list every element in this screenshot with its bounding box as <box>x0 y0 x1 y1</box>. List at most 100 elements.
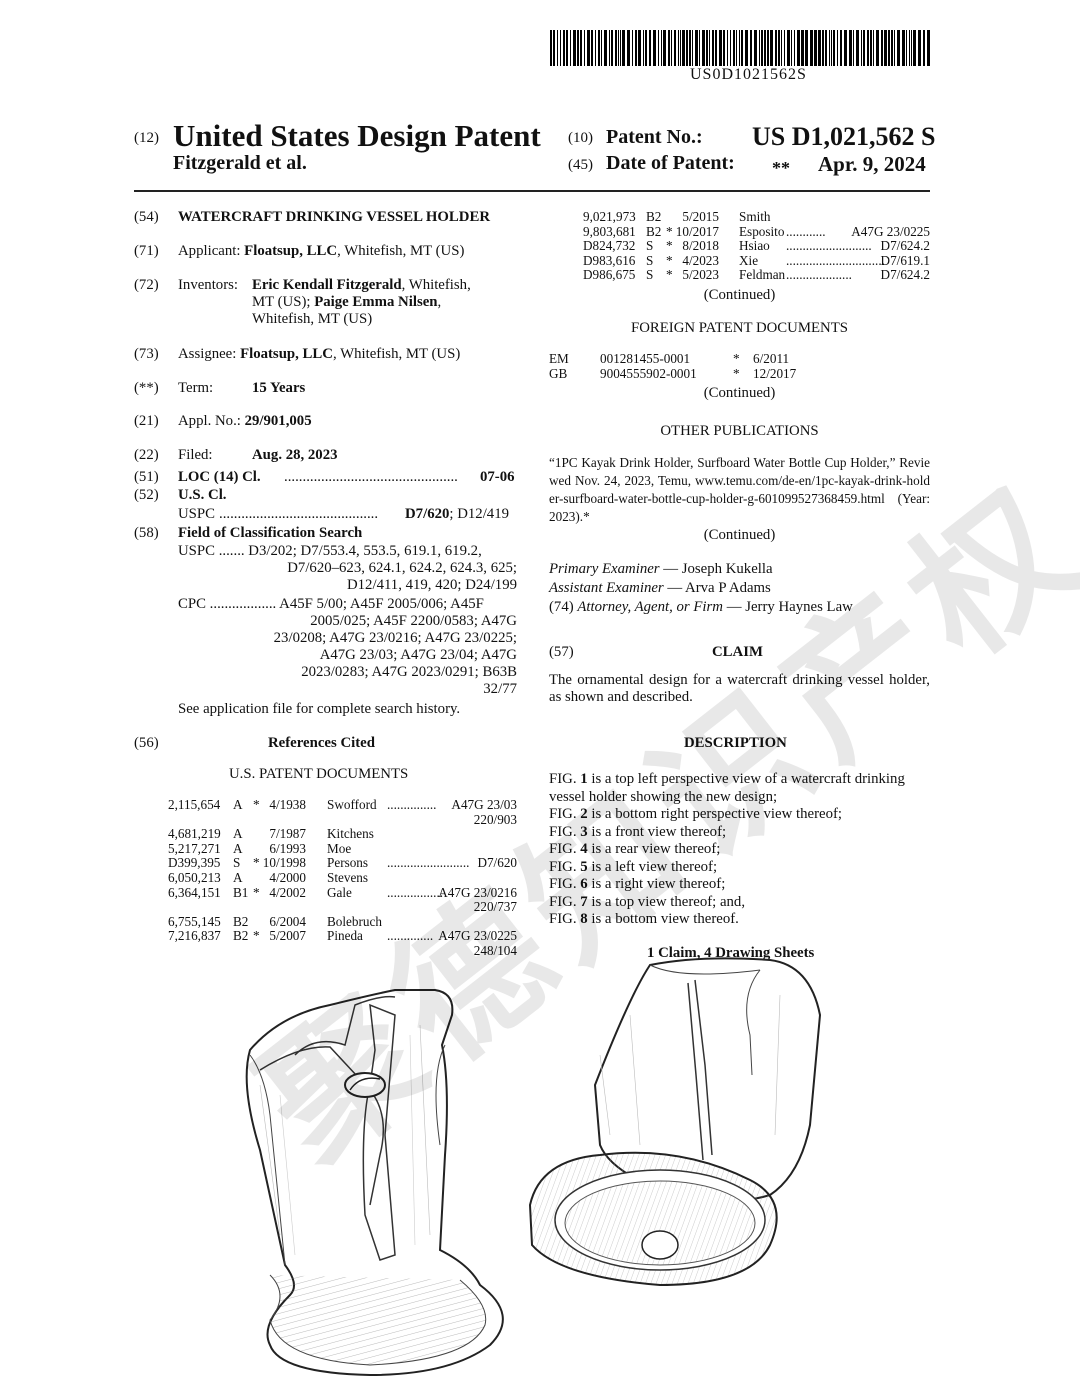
claim-text: The ornamental design for a watercraft d… <box>549 672 930 705</box>
barcode-bar <box>805 30 808 66</box>
ref-date: 5/2007 <box>269 928 306 944</box>
fig-number: 6 <box>580 876 588 892</box>
ref-number: 9,021,973 <box>583 209 636 224</box>
barcode-bar <box>557 30 558 66</box>
ref-date: 8/2018 <box>682 238 719 254</box>
ref-kind: B2 <box>646 209 662 224</box>
assistant-examiner-label: Assistant Examiner <box>549 580 664 596</box>
barcode-bar <box>894 30 895 66</box>
fig-text: is a top left perspective view of a wate… <box>549 771 905 805</box>
inventor-1-location: , Whitefish, <box>401 277 471 293</box>
ref-leader: ................. <box>387 884 444 900</box>
ref-name: Esposito <box>739 223 785 239</box>
application-number: Appl. No.: 29/901,005 <box>178 413 312 430</box>
fig-prefix: FIG. <box>549 893 581 910</box>
barcode-bar <box>909 30 910 66</box>
barcode-bar <box>770 30 773 66</box>
fig-description: FIG. 4 is a rear view thereof; <box>549 841 930 859</box>
term-value: 15 Years <box>252 380 306 396</box>
inventor-2-location: Whitefish, MT (US) <box>252 311 373 327</box>
barcode-bar <box>649 30 651 66</box>
barcode-bar <box>591 30 593 66</box>
filed-label: Filed: <box>178 447 213 463</box>
us-patent-docs-heading: U.S. PATENT DOCUMENTS <box>229 766 409 782</box>
barcode-bar <box>840 30 842 66</box>
barcode-bar <box>573 30 576 66</box>
barcode-bar <box>844 30 847 66</box>
ref-date: 5/2023 <box>682 267 719 283</box>
foreign-cc: GB <box>549 366 568 381</box>
applicant: Applicant: Floatsup, LLC, Whitefish, MT … <box>178 243 464 260</box>
date-label: Date of Patent: <box>606 152 735 174</box>
inventor-2: Paige Emma Nilsen <box>314 294 438 310</box>
barcode-bar <box>598 30 600 66</box>
patent-no-code: (10) <box>568 130 593 146</box>
claims-sheets: 1 Claim, 4 Drawing Sheets <box>647 945 815 961</box>
ref-star: * <box>666 223 673 239</box>
fig-text: is a top view thereof; and, <box>587 893 746 910</box>
ref-number: 5,217,271 <box>168 840 221 856</box>
ref-number: D824,732 <box>583 238 636 254</box>
field-22-num: (22) <box>134 447 159 463</box>
uspc-leader: ........................................… <box>219 506 379 522</box>
barcode-bar <box>863 30 865 66</box>
cpc-lines-line: 23/0208; A47G 23/0216; A47G 23/0225; <box>273 630 517 646</box>
fig-text: is a left view thereof; <box>587 858 718 875</box>
ref-leader: ............... <box>387 797 437 812</box>
barcode-bar <box>587 30 590 66</box>
barcode-bar <box>791 30 792 66</box>
ref-name: Feldman <box>739 267 786 283</box>
barcode-bar <box>580 30 582 66</box>
ref-number: D983,616 <box>583 252 636 268</box>
attorney: (74) Attorney, Agent, or Firm — Jerry Ha… <box>549 599 853 616</box>
barcode-bar <box>550 30 552 66</box>
patent-title: WATERCRAFT DRINKING VESSEL HOLDER <box>178 209 491 225</box>
ref-star: * <box>253 884 260 900</box>
ref-kind: B2 <box>646 223 662 239</box>
barcode-bar <box>818 30 821 66</box>
barcode-bar <box>814 30 817 66</box>
fig-prefix: FIG. <box>549 771 581 787</box>
barcode-bar <box>712 30 714 66</box>
other-publication: “1PC Kayak Drink Holder, Surfboard Water… <box>549 455 930 524</box>
ref-kind: S <box>233 855 241 871</box>
inventor-1: Eric Kendall Fitzgerald <box>252 277 402 293</box>
barcode-bar <box>781 30 782 66</box>
barcode-bar <box>745 30 748 66</box>
ref-date: 6/1993 <box>269 840 306 856</box>
fig-description: FIG. 7 is a top view thereof; and, <box>549 894 930 912</box>
ref-kind: S <box>646 252 654 268</box>
ref-name: Gale <box>327 884 352 900</box>
field-57-num: (57) <box>549 644 574 660</box>
barcode-bar <box>837 30 838 66</box>
date-stars: ** <box>772 158 790 178</box>
header-rule <box>134 190 930 192</box>
fig-number: 7 <box>580 893 588 910</box>
ref-date: 6/2004 <box>269 913 306 929</box>
fig-1-drawing <box>245 989 504 1377</box>
foreign-date: 6/2011 <box>753 351 790 366</box>
barcode-bar <box>741 30 743 66</box>
primary-examiner: Primary Examiner — Joseph Kukella <box>549 561 773 578</box>
ref-star: * <box>666 267 673 283</box>
fig-number: 8 <box>580 911 588 927</box>
foreign-no: 001281455-0001 <box>600 351 691 366</box>
primary-examiner-name: — Joseph Kukella <box>659 561 773 577</box>
barcode-bar <box>891 30 893 66</box>
attorney-name: — Jerry Haynes Law <box>723 599 853 615</box>
barcode-bar <box>829 30 830 66</box>
barcode-bar <box>668 30 670 66</box>
ref-date: 5/2015 <box>682 209 719 224</box>
document-type: United States Design Patent <box>173 118 541 153</box>
barcode-bar <box>553 30 555 66</box>
fig-text: is a right view thereof; <box>587 876 726 892</box>
ref-name: Pineda <box>327 928 363 944</box>
ref-number: D399,395 <box>168 855 221 871</box>
barcode-bar <box>849 30 852 66</box>
ref-star: * <box>253 797 260 812</box>
barcode-bar <box>645 30 647 66</box>
figure-descriptions: FIG. 1 is a top left perspective view of… <box>549 771 930 929</box>
ref-kind: A <box>233 797 243 812</box>
barcode-bar <box>689 30 691 66</box>
ref-class: A47G 23/0216 <box>438 884 517 900</box>
